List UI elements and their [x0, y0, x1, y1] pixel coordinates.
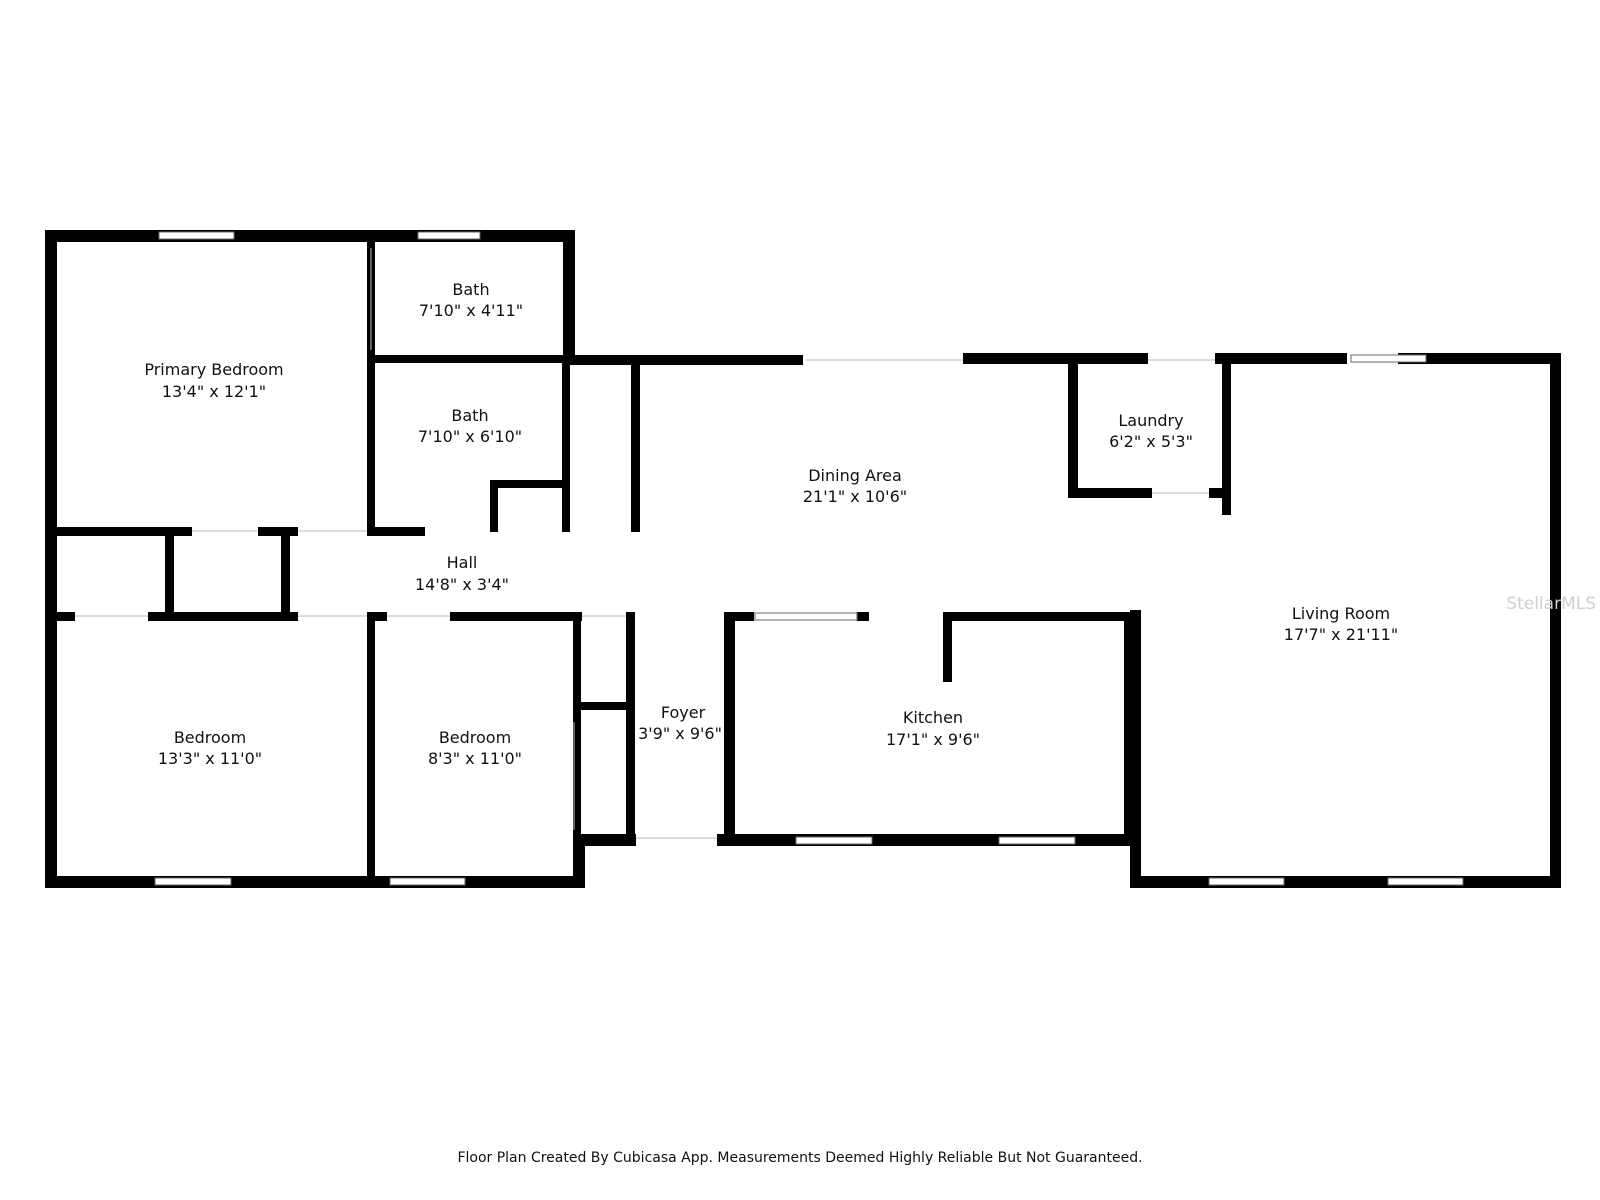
door-openings [75, 248, 1215, 839]
walls [45, 230, 1561, 888]
kitchen-name: Kitchen [903, 708, 963, 727]
primary-bedroom-name: Primary Bedroom [144, 360, 283, 379]
living-room-name: Living Room [1292, 604, 1390, 623]
laundry-dim: 6'2" x 5'3" [1109, 432, 1193, 451]
living-room-dim: 17'7" x 21'11" [1284, 625, 1398, 644]
foyer-name: Foyer [661, 703, 706, 722]
bedroom-left-dim: 13'3" x 11'0" [158, 749, 262, 768]
foyer-dim: 3'9" x 9'6" [638, 724, 722, 743]
bedroom-left-name: Bedroom [174, 728, 246, 747]
primary-bedroom-dim: 13'4" x 12'1" [162, 382, 266, 401]
bath-lower-name: Bath [451, 406, 488, 425]
laundry-name: Laundry [1118, 411, 1183, 430]
bedroom-mid-dim: 8'3" x 11'0" [428, 749, 522, 768]
bath-lower-dim: 7'10" x 6'10" [418, 427, 522, 446]
watermark: StellarMLS [1506, 594, 1596, 614]
hall-dim: 14'8" x 3'4" [415, 575, 509, 594]
dining-area-dim: 21'1" x 10'6" [803, 487, 907, 506]
hall-name: Hall [447, 553, 478, 572]
bath-upper-dim: 7'10" x 4'11" [419, 301, 523, 320]
kitchen-dim: 17'1" x 9'6" [886, 730, 980, 749]
windows [154, 231, 1464, 886]
room-labels: Primary Bedroom 13'4" x 12'1" Bath 7'10"… [144, 280, 1398, 768]
dining-area-name: Dining Area [808, 466, 902, 485]
bath-upper-name: Bath [452, 280, 489, 299]
bedroom-mid-name: Bedroom [439, 728, 511, 747]
footer-disclaimer: Floor Plan Created By Cubicasa App. Meas… [457, 1150, 1143, 1166]
